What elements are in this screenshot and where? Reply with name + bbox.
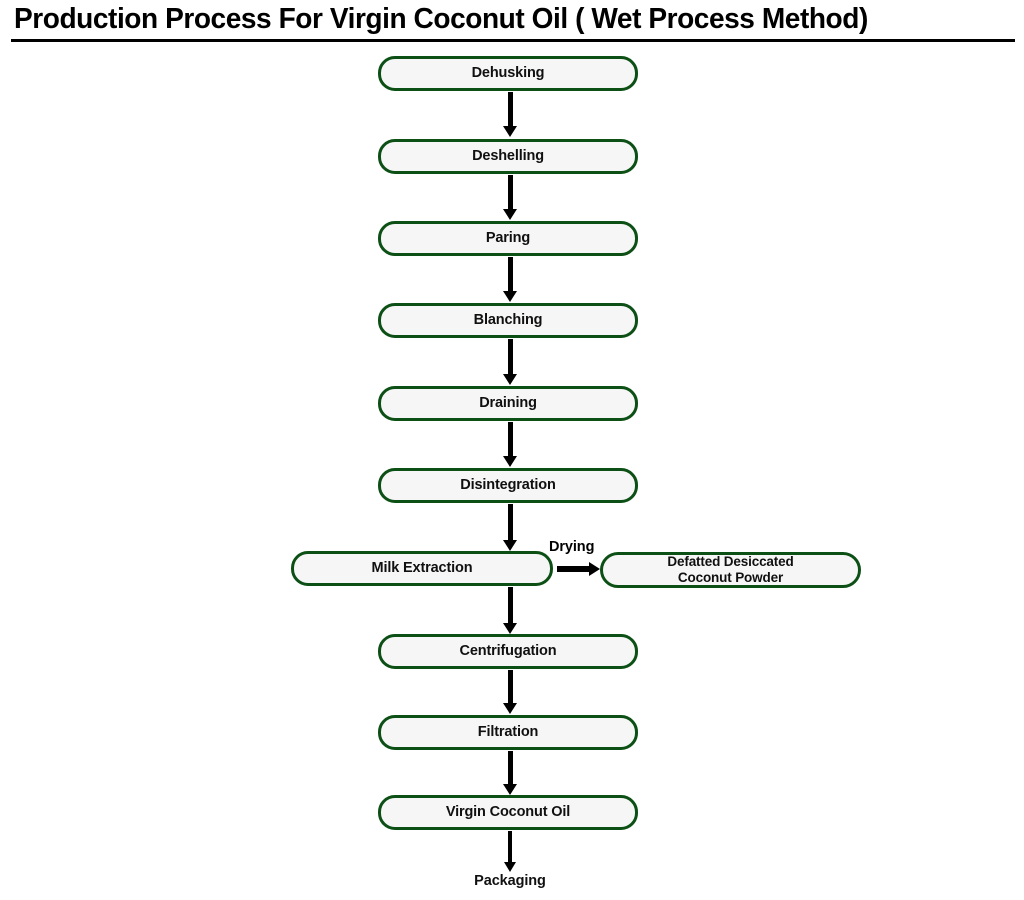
node-dehusking[interactable]: Dehusking xyxy=(378,56,638,91)
page-title-block: Production Process For Virgin Coconut Oi… xyxy=(0,0,1024,46)
node-paring-label: Paring xyxy=(485,230,531,246)
node-draining-label: Draining xyxy=(479,395,537,411)
node-paring[interactable]: Paring xyxy=(378,221,638,256)
node-disintegration[interactable]: Disintegration xyxy=(378,468,638,503)
page-title: Production Process For Virgin Coconut Oi… xyxy=(14,3,868,35)
node-blanching-label: Blanching xyxy=(473,312,543,328)
node-virgin-coconut-oil-label: Virgin Coconut Oil xyxy=(445,804,571,820)
node-deshelling[interactable]: Deshelling xyxy=(378,139,638,174)
node-milk-extraction[interactable]: Milk Extraction xyxy=(291,551,553,586)
node-draining[interactable]: Draining xyxy=(378,386,638,421)
node-deshelling-label: Deshelling xyxy=(472,148,544,164)
node-packaging: Packaging xyxy=(474,873,546,889)
node-centrifugation[interactable]: Centrifugation xyxy=(378,634,638,669)
node-virgin-coconut-oil[interactable]: Virgin Coconut Oil xyxy=(378,795,638,830)
node-disintegration-label: Disintegration xyxy=(460,477,556,493)
node-filtration[interactable]: Filtration xyxy=(378,715,638,750)
node-defatted-desiccated-coconut-powder-label: Defatted Desiccated Coconut Powder xyxy=(667,554,794,585)
node-defatted-desiccated-coconut-powder[interactable]: Defatted Desiccated Coconut Powder xyxy=(600,552,861,588)
node-filtration-label: Filtration xyxy=(477,724,539,740)
node-dehusking-label: Dehusking xyxy=(471,65,545,81)
edge-label-drying: Drying xyxy=(549,539,595,555)
node-centrifugation-label: Centrifugation xyxy=(459,643,557,659)
title-underline-rule xyxy=(11,39,1015,42)
node-milk-extraction-label: Milk Extraction xyxy=(371,560,473,576)
node-blanching[interactable]: Blanching xyxy=(378,303,638,338)
